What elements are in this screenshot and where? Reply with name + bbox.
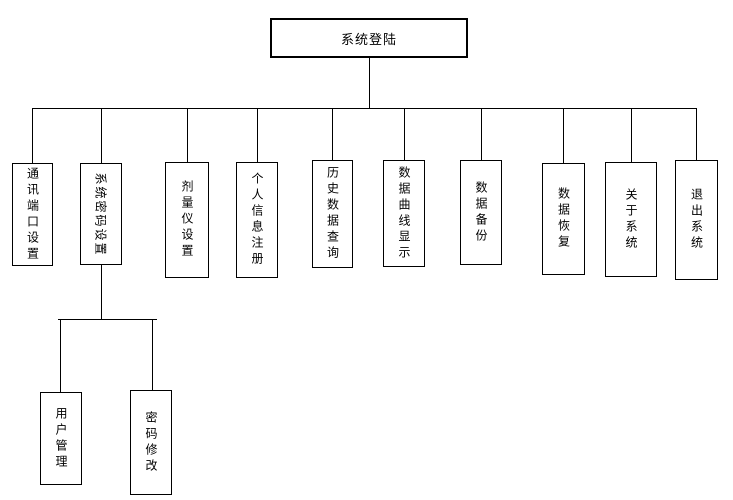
node-label: 数据恢复: [556, 187, 571, 251]
node-label: 个人信息注册: [250, 172, 264, 268]
connector-drop-9: [631, 108, 632, 162]
connector-drop-2: [101, 108, 102, 163]
connector-root-drop: [369, 58, 370, 108]
connector-subtree-drop-left: [60, 319, 61, 392]
connector-drop-4: [257, 108, 258, 162]
node-dosimeter-setup: 剂量仪设置: [165, 162, 209, 278]
node-user-management: 用户管理: [40, 392, 82, 485]
connector-drop-6: [404, 108, 405, 160]
node-label: 系统登陆: [340, 32, 397, 48]
connector-drop-8: [563, 108, 564, 163]
node-system-password-setup: 系统密码设置: [80, 163, 122, 265]
node-label: 密码修改: [144, 410, 158, 475]
connector-subtree-drop-right: [152, 319, 153, 390]
node-exit-system: 退出系统: [675, 160, 718, 280]
node-data-backup: 数据备份: [460, 160, 502, 265]
connector-drop-10: [696, 108, 697, 160]
connector-subtree-drop: [101, 265, 102, 319]
node-history-data-query: 历史数据查询: [312, 160, 353, 268]
connector-drop-5: [332, 108, 333, 160]
node-label: 剂量仪设置: [180, 180, 194, 260]
connector-drop-7: [481, 108, 482, 160]
node-label: 历史数据查询: [325, 166, 340, 262]
node-about-system: 关于系统: [605, 162, 657, 277]
node-data-curve-display: 数据曲线显示: [383, 160, 425, 267]
node-password-modify: 密码修改: [130, 390, 172, 495]
node-label: 关于系统: [624, 187, 638, 252]
connector-subtree-bus: [58, 319, 157, 320]
node-data-restore: 数据恢复: [542, 163, 585, 275]
connector-drop-1: [32, 108, 33, 163]
node-label: 数据备份: [474, 180, 488, 245]
node-system-login: 系统登陆: [270, 18, 468, 58]
node-label: 数据曲线显示: [397, 165, 411, 262]
node-personal-info-register: 个人信息注册: [236, 162, 278, 278]
node-comm-port-setup: 通讯端口设置: [12, 163, 53, 266]
node-label: 系统密码设置: [93, 171, 108, 257]
node-label: 通讯端口设置: [25, 166, 40, 263]
connector-level1-bus: [32, 108, 697, 109]
connector-drop-3: [187, 108, 188, 162]
node-label: 退出系统: [689, 188, 704, 252]
node-label: 用户管理: [54, 406, 68, 471]
